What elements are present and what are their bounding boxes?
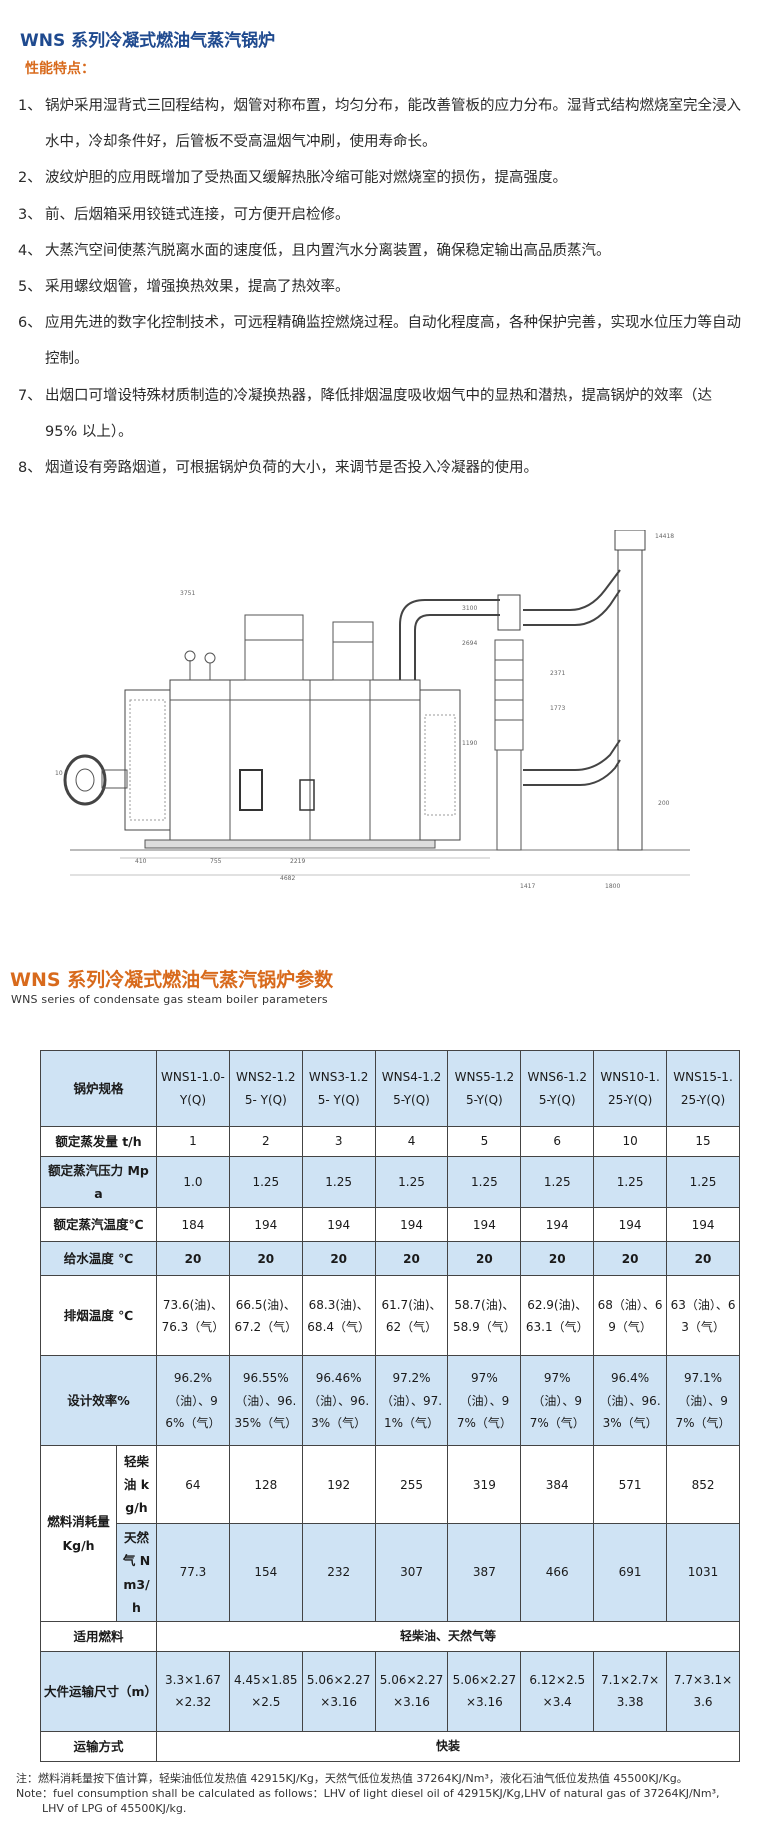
dimension-label: 10 [55,770,63,777]
feature-item: 4、大蒸汽空间使蒸汽脱离水面的速度低，且内置汽水分离装置，确保稳定输出高品质蒸汽… [18,242,611,259]
dimension-label: 2219 [290,858,305,865]
page-title: WNS 系列冷凝式燃油气蒸汽锅炉 [20,31,276,51]
dimension-label: 3751 [180,590,195,597]
footnote-en: Note：fuel consumption shall be calculate… [16,1787,720,1800]
table-row: 给水温度 ℃ 20 20 20 20 20 20 20 20 [39,1241,740,1277]
model-cell: WNS2-1.25- Y(Q) [228,1050,303,1127]
dimension-label: 1773 [550,705,565,712]
table-row: 排烟温度 ℃ 73.6(油)、76.3（气） 66.5(油)、67.2（气） 6… [39,1275,740,1357]
model-cell: WNS3-1.25- Y(Q) [301,1050,376,1127]
features-heading: 性能特点： [25,61,95,77]
dimension-label: 1417 [520,883,535,890]
parameter-table: 锅炉规格 WNS1-1.0-Y(Q) WNS2-1.25- Y(Q) WNS3-… [39,1050,740,1762]
footnote: 注：燃料消耗量按下值计算，轻柴油低位发热值 42915KJ/Kg，天然气低位发热… [16,1771,746,1816]
boiler-technical-drawing: 14418 3751 3100 2694 2371 1773 1190 200 … [55,530,690,890]
feature-item: 7、出烟口可增设特殊材质制造的冷凝换热器，降低排烟温度吸收烟气中的显热和潜热，提… [18,387,712,440]
table-row: 额定蒸汽温度℃ 184 194 194 194 194 194 194 194 [39,1207,740,1243]
table-row: 设计效率% 96.2%（油）、96%（气） 96.55%（油）、96.35%（气… [39,1355,740,1447]
table-subtitle-en: WNS series of condensate gas steam boile… [11,993,328,1006]
dimension-label: 755 [210,858,222,865]
dimension-label: 2371 [550,670,565,677]
table-row: 大件运输尺寸（m） 3.3×1.67×2.32 4.45×1.85×2.5 5.… [39,1650,740,1732]
table-row: 适用燃料 轻柴油、天然气等 [39,1620,740,1652]
model-cell: WNS4-1.25-Y(Q) [374,1050,449,1127]
table-row: 额定蒸汽压力 Mpa 1.0 1.25 1.25 1.25 1.25 1.25 … [39,1155,740,1209]
feature-list: 1、锅炉采用湿背式三回程结构，烟管对称布置，均匀分布，能改善管板的应力分布。湿背… [18,88,748,486]
dimension-label: 4682 [280,875,295,882]
feature-item: 6、应用先进的数字化控制技术，可远程精确监控燃烧过程。自动化程度高，各种保护完善… [18,315,741,368]
dimension-label: 1800 [605,883,620,890]
dimension-label: 200 [658,800,670,807]
model-cell: WNS5-1.25-Y(Q) [447,1050,522,1127]
footnote-en-cont: LHV of LPG of 45500KJ/kg. [42,1802,187,1815]
dimension-label: 2694 [462,640,477,647]
model-cell: WNS10-1.25-Y(Q) [593,1050,668,1127]
table-row: 运输方式 快装 [39,1730,740,1762]
table-header-label: 锅炉规格 [39,1050,158,1127]
feature-item: 1、锅炉采用湿背式三回程结构，烟管对称布置，均匀分布，能改善管板的应力分布。湿背… [18,98,741,151]
table-title: WNS 系列冷凝式燃油气蒸汽锅炉参数 [10,969,334,991]
feature-item: 3、前、后烟箱采用铰链式连接，可方便开启检修。 [18,206,350,223]
dimension-label: 14418 [655,533,674,540]
model-cell: WNS15-1.25-Y(Q) [666,1050,740,1127]
model-cell: WNS6-1.25-Y(Q) [520,1050,595,1127]
table-row: 燃料消耗量 Kg/h 轻柴油 kg/h 64 128 192 255 319 3… [40,1445,740,1622]
feature-item: 5、采用螺纹烟管，增强换热效果，提高了热效率。 [18,279,350,296]
table-row: 天然气 Nm3/h 77.3 154 232 307 387 466 691 1… [41,1523,740,1622]
dimension-label: 410 [135,858,147,865]
table-row: 额定蒸发量 t/h 1 2 3 4 5 6 10 15 [39,1126,740,1157]
footnote-cn: 注：燃料消耗量按下值计算，轻柴油低位发热值 42915KJ/Kg，天然气低位发热… [16,1772,688,1785]
dimension-label: 1190 [462,740,477,747]
model-cell: WNS1-1.0-Y(Q) [156,1050,230,1127]
feature-item: 8、烟道设有旁路烟道，可根据锅炉负荷的大小，来调节是否投入冷凝器的使用。 [18,460,538,477]
table-row: 锅炉规格 WNS1-1.0-Y(Q) WNS2-1.25- Y(Q) WNS3-… [39,1050,740,1127]
feature-item: 2、波纹炉胆的应用既增加了受热面又缓解热胀冷缩可能对燃烧室的损伤，提高强度。 [18,170,567,187]
dimension-label: 3100 [462,605,477,612]
